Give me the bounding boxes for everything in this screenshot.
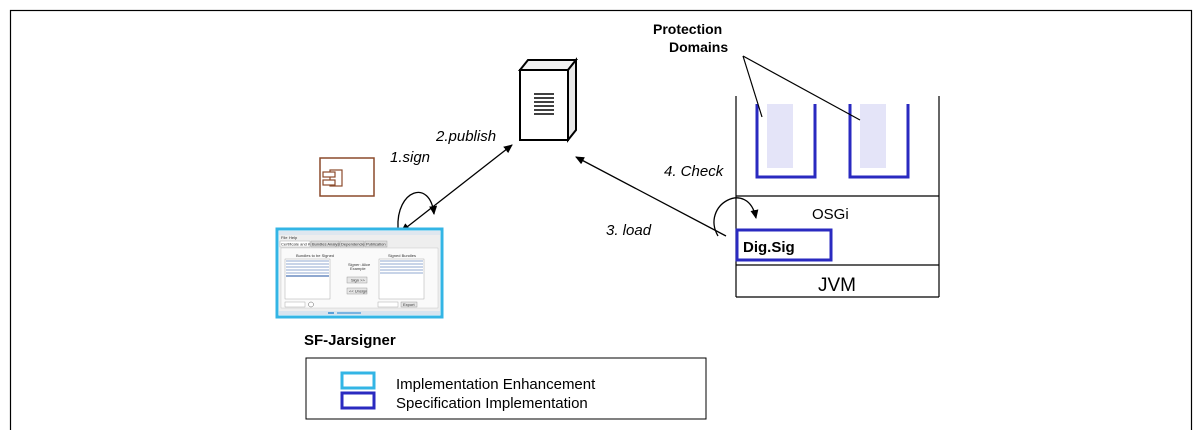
platform-stack: OSGi Dig.Sig JVM (735, 96, 940, 298)
legend-swatch-enhancement (340, 371, 376, 390)
signed-list (378, 258, 425, 300)
right-panel-title: Signed Bundles (388, 253, 416, 258)
jvm-label: JVM (818, 275, 856, 296)
tab-certificates-label: Certificate and Keys (281, 242, 317, 247)
protection-domain-right (848, 104, 910, 179)
unsign-button-label: << Unsign (349, 289, 367, 294)
window-titlebar (279, 231, 440, 235)
component-icon (319, 157, 375, 197)
menu-file: File (281, 235, 288, 240)
sign-button-label: Sign >> (351, 278, 365, 283)
list-item (286, 263, 329, 265)
tab-analysis (310, 240, 340, 248)
list-item (380, 263, 423, 265)
list-item-selected (286, 275, 329, 277)
step-publish-label: 2.publish (435, 128, 496, 145)
list-item (380, 260, 423, 262)
tab-dependencies-label: Dependencies (341, 242, 367, 247)
callout-line-left (742, 55, 763, 118)
menu-help: Help (289, 235, 298, 240)
list-item (286, 260, 329, 262)
tab-certificates (279, 240, 311, 248)
tab-publication (364, 240, 388, 248)
sign-button (346, 276, 368, 284)
tab-analysis-label: Bundles Analysis (312, 242, 342, 247)
left-panel-title: Bundles to be Signed (296, 253, 334, 258)
protection-domains-label-line1: Protection (653, 21, 722, 37)
list-item (286, 272, 329, 274)
digsig-label: Dig.Sig (743, 239, 795, 256)
list-item (380, 269, 423, 271)
legend-swatch-specification (340, 391, 376, 410)
server-icon (517, 57, 579, 143)
list-item (380, 266, 423, 268)
signer-example-text: Example (350, 266, 366, 271)
osgi-label: OSGi (812, 206, 849, 223)
protection-domains-label-line2: Domains (669, 39, 728, 55)
step-load-label: 3. load (606, 222, 652, 239)
digsig-box (735, 228, 833, 262)
taskbar-item (337, 312, 361, 314)
export-button (400, 301, 418, 308)
path-field (377, 301, 399, 308)
tab-dependencies (339, 240, 365, 248)
tool-name-label: SF-Jarsigner (304, 332, 396, 349)
outer-frame (9, 9, 1193, 430)
legend: Implementation Enhancement Specification… (305, 357, 707, 420)
step-check-label: 4. Check (664, 163, 725, 180)
check-cycle-arrow-icon (713, 197, 759, 237)
protection-domain-left (755, 104, 817, 179)
legend-label-specification: Specification Implementation (396, 395, 588, 412)
step-sign-label: 1.sign (390, 149, 430, 166)
callout-line-right (742, 55, 861, 121)
list-item (286, 269, 329, 271)
sign-cycle-arrow-icon (397, 191, 438, 229)
tab-publication-label: Publication (366, 242, 386, 247)
unsign-button (346, 287, 368, 295)
list-item (380, 272, 423, 274)
refresh-icon (308, 301, 314, 308)
signer-text: Signer: Alice (348, 262, 371, 267)
legend-label-enhancement: Implementation Enhancement (396, 376, 596, 393)
load-arrow (575, 156, 727, 237)
dropdown (284, 301, 306, 308)
unsigned-list (284, 258, 331, 300)
sf-jarsigner-screenshot: File Help Certificate and Keys Bundles A… (275, 227, 444, 319)
taskbar-item (328, 312, 334, 314)
publish-arrow (400, 144, 513, 232)
list-item (286, 266, 329, 268)
export-button-label: Export (403, 302, 415, 307)
